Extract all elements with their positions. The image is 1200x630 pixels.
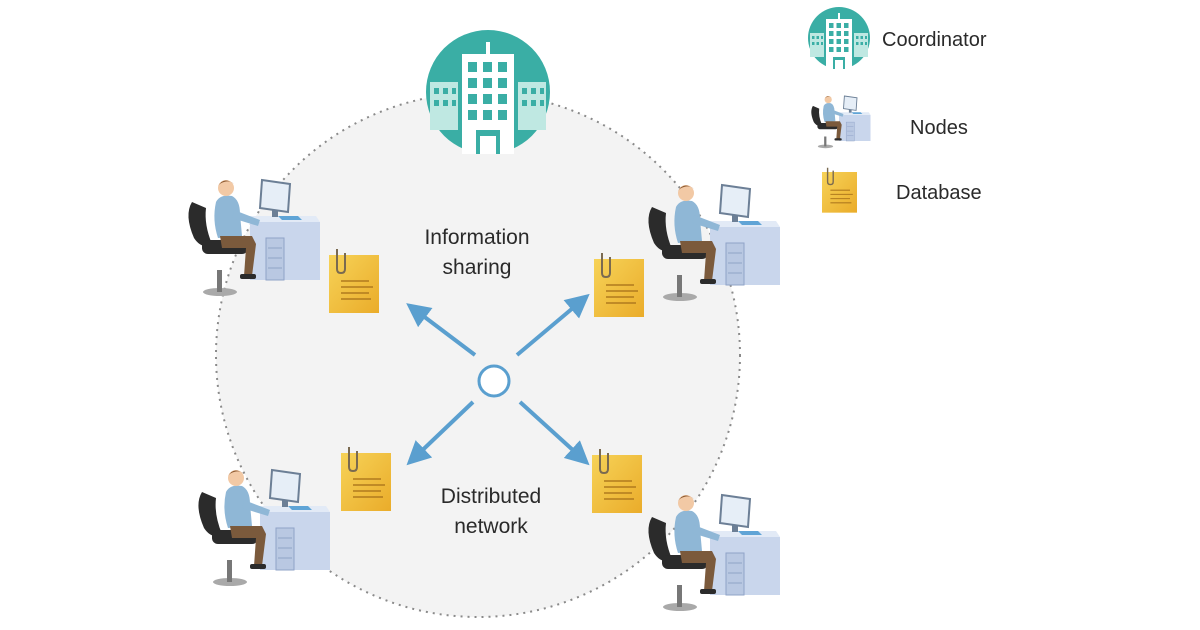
arrow-up-right [515, 293, 590, 357]
legend-coordinator-label: Coordinator [882, 29, 987, 51]
coordinator-icon [426, 30, 550, 154]
distributed-network-label-line1: Distributed [441, 485, 541, 508]
database-icon-bottom-right [591, 448, 643, 514]
arrows [406, 293, 590, 466]
legend-nodes-label: Nodes [910, 117, 968, 139]
legend-database-icon [821, 167, 858, 214]
legend-coordinator-icon [808, 7, 870, 69]
info-sharing-label-line2: sharing [443, 256, 512, 279]
info-sharing-label-line1: Information [424, 226, 529, 249]
legend-database-label: Database [896, 182, 982, 204]
database-icon-bottom-left [340, 446, 392, 512]
legend-node-icon [810, 95, 871, 149]
database-icon-top-right [593, 252, 645, 318]
database-icon-top-left [328, 248, 380, 314]
arrow-down-right [518, 400, 590, 466]
arrow-up-left [406, 303, 477, 357]
distributed-network-label-line2: network [454, 515, 528, 538]
hub-circle [477, 364, 511, 398]
arrow-down-left [406, 400, 475, 466]
legend: Coordinator Nodes Database [808, 7, 987, 214]
